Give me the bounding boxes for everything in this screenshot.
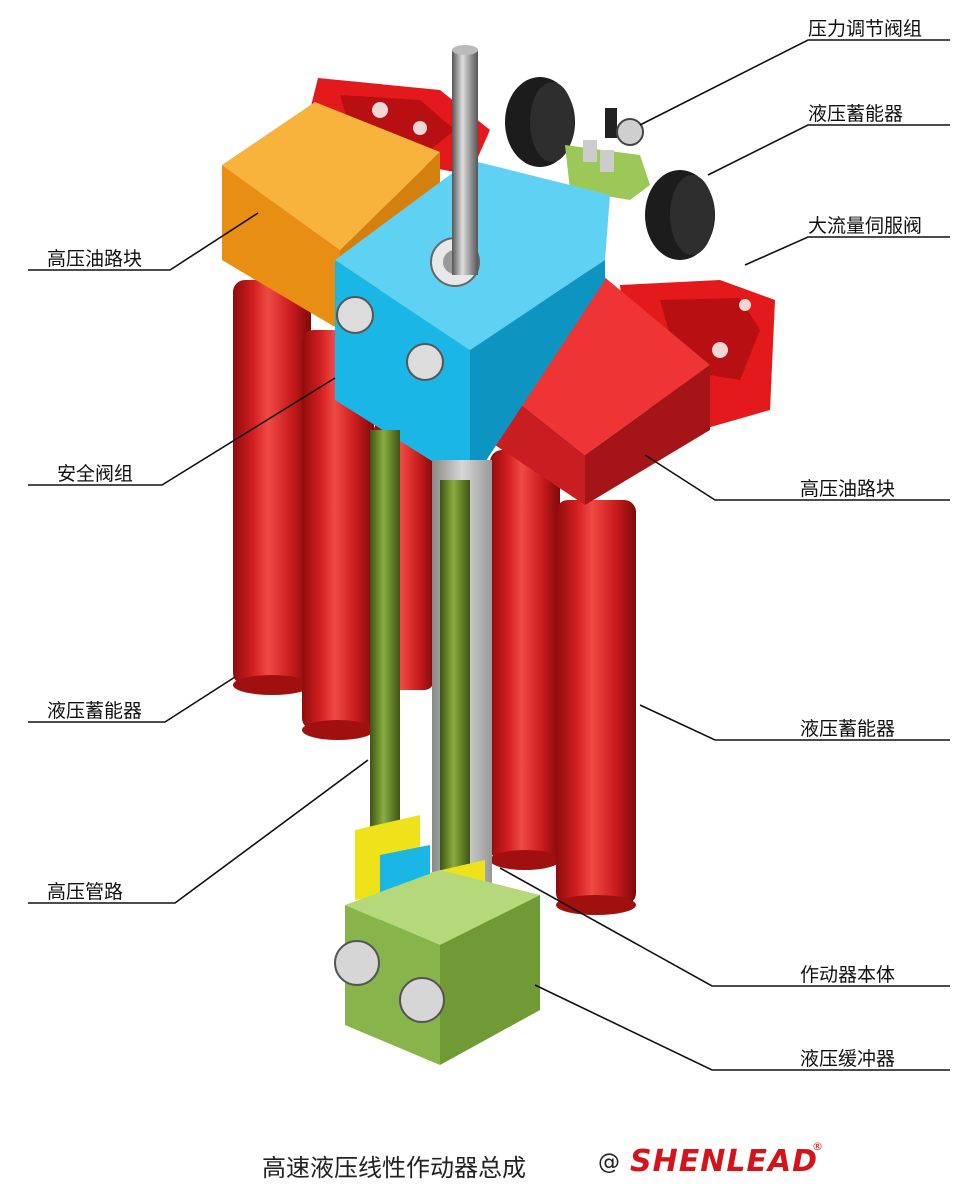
label-manifold-left: 高压油路块 [47,248,143,270]
footer-title: 高速液压线性作动器总成 [262,1154,526,1182]
footer: 高速液压线性作动器总成 @ SHENLEAD ® [0,1140,975,1190]
label-servo-valve: 大流量伺服阀 [808,215,923,237]
label-accumulator-left: 液压蓄能器 [47,700,143,722]
accumulator-left-group [233,280,434,740]
black-accumulators [505,77,715,260]
high-pressure-pipes [370,430,470,870]
label-manifold-right: 高压油路块 [800,478,896,500]
registered-mark: ® [812,1140,823,1153]
footer-at: @ [598,1150,620,1175]
label-accumulator-right: 液压蓄能器 [800,718,896,740]
label-actuator-body: 作动器本体 [800,964,896,986]
leader-lines [28,39,950,1071]
brand-logo: SHENLEAD [630,1144,819,1179]
label-buffer: 液压缓冲器 [800,1048,896,1070]
piston-rod [452,45,478,275]
label-pressure-valve: 压力调节阀组 [808,18,923,40]
label-pipe: 高压管路 [47,881,124,903]
accumulator-right-group [490,450,636,915]
hydraulic-buffer [334,870,540,1065]
pressure-regulating-valve [565,108,650,200]
label-safety-valve: 安全阀组 [57,463,134,485]
label-accumulator-top: 液压蓄能器 [808,103,904,125]
